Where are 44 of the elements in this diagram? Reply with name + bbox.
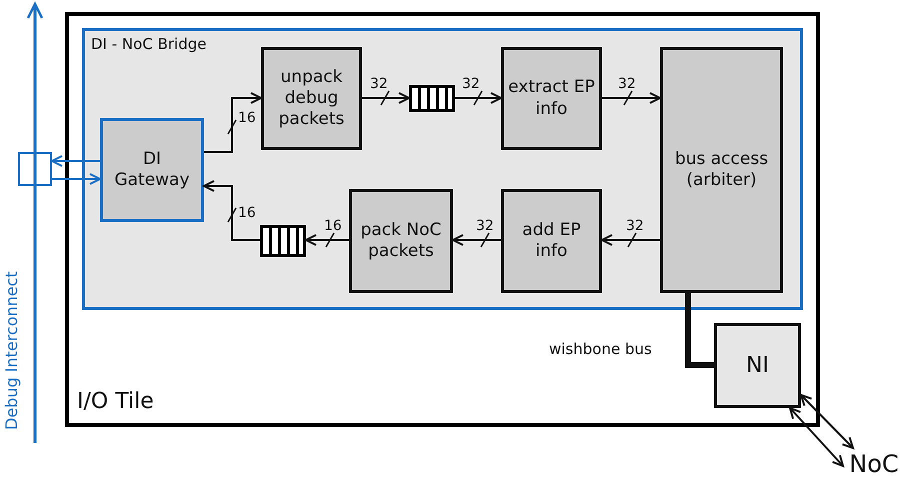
- edge-label: 16: [324, 218, 342, 234]
- process-box: [349, 189, 453, 293]
- process-box: [501, 47, 602, 150]
- process-box: [660, 47, 783, 293]
- connector-arrow: [362, 92, 410, 104]
- connector-arrow: [602, 92, 661, 104]
- edge-label: 32: [476, 218, 494, 234]
- connector-arrow: [452, 234, 501, 246]
- edge-label: wishbone bus: [549, 340, 652, 358]
- edge-label: 16: [238, 110, 256, 126]
- process-box: [261, 47, 362, 150]
- connector-arrow: [52, 173, 101, 185]
- fifo-buffer: [260, 225, 306, 257]
- edge-label: 32: [618, 76, 636, 92]
- edge-label: 16: [238, 205, 256, 221]
- port-box: [18, 152, 52, 186]
- box-label: extract EP info: [507, 77, 596, 120]
- connector-arrow: [203, 180, 260, 241]
- connector-arrow: [305, 234, 349, 246]
- process-box: [501, 189, 602, 293]
- bridge-panel: [82, 28, 803, 310]
- edge-label: 32: [462, 76, 480, 92]
- box-label: DI - NoC Bridge: [90, 34, 206, 54]
- box-label: I/O Tile: [76, 388, 154, 416]
- box-label: NI: [746, 352, 769, 380]
- connector-arrow: [204, 92, 262, 153]
- box-label: bus access (arbiter): [674, 148, 770, 192]
- connector-arrow: [455, 92, 502, 104]
- process-box: [714, 323, 801, 408]
- fifo-buffer: [409, 85, 455, 112]
- connector-arrow: [51, 155, 100, 167]
- interconnect-label: Debug Interconnect: [2, 271, 21, 430]
- edge-label: 32: [626, 218, 644, 234]
- network-label-text: NoC: [849, 449, 899, 479]
- tile-frame: [65, 12, 820, 427]
- connector-arrow: [800, 394, 854, 449]
- box-label: DI Gateway: [113, 148, 191, 192]
- connector-arrow: [789, 407, 844, 467]
- connector-arrow: [601, 234, 660, 246]
- box-label: pack NoC packets: [360, 220, 442, 262]
- edge-label: 32: [370, 76, 388, 92]
- process-box: [100, 118, 204, 222]
- box-label: add EP info: [521, 220, 582, 262]
- box-label: unpack debug packets: [278, 66, 346, 130]
